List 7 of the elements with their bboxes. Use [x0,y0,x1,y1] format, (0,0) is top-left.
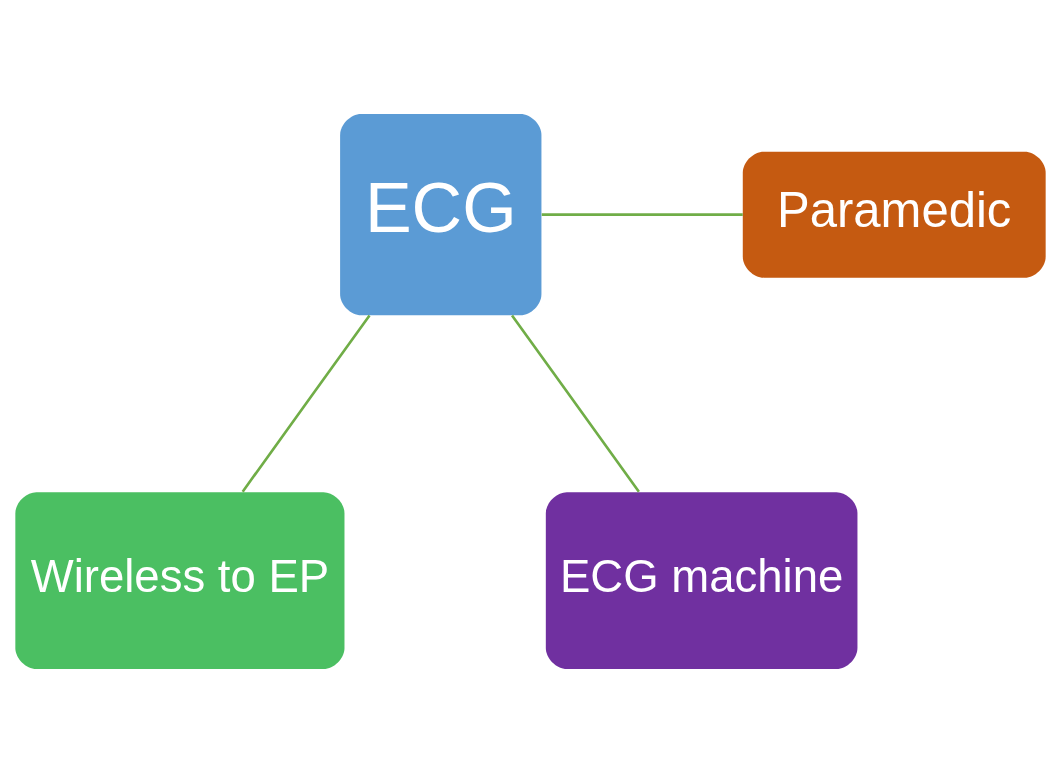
node-box: ECG [340,113,542,315]
node-box: Paramedic [742,151,1046,278]
connector [511,314,640,492]
node-box: ECG machine [545,491,858,669]
connector [541,212,743,216]
node-box: Wireless to EP [15,491,345,669]
connector [241,314,371,492]
